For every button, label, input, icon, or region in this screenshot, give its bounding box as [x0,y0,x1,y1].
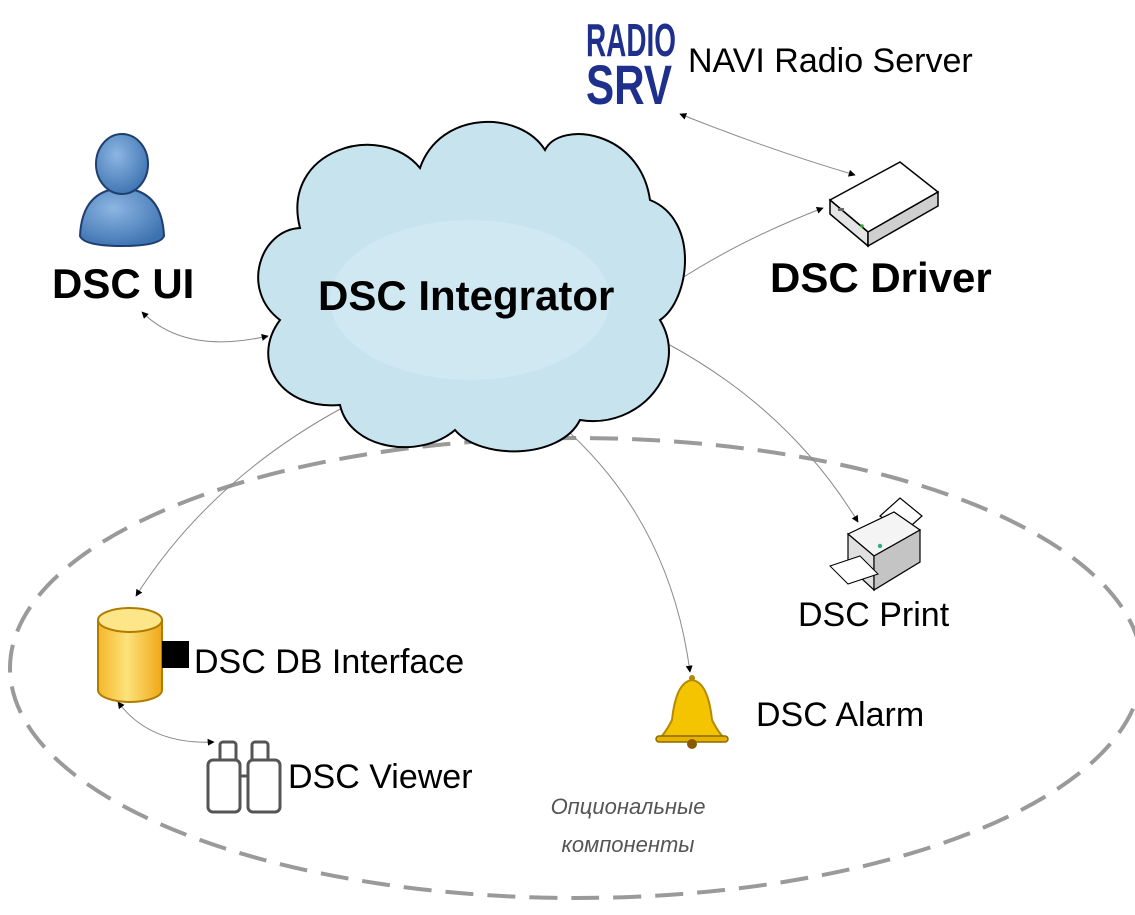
dsc-db-interface-label: DSC DB Interface [194,643,464,681]
server-box-icon [828,161,940,248]
optional-components-caption-line2: компоненты [561,832,694,857]
radio-logo-icon: RADIO SRV [586,14,676,116]
cloud-icon [257,121,686,453]
connector-db-viewer [117,701,215,746]
connector-ui-integrator [141,311,269,343]
dsc-ui-label: DSC UI [52,260,194,307]
dsc-print-label: DSC Print [798,596,950,634]
dsc-driver-label: DSC Driver [770,254,992,301]
binoculars-icon [206,740,282,814]
connector-integrator-alarm [559,423,693,673]
connector-radio-driver [679,113,856,177]
connector-integrator-db [135,407,343,597]
radio-server-label: NAVI Radio Server [688,42,973,80]
printer-icon [829,497,923,592]
radio-logo-top-text: RADIO [586,14,676,66]
bell-icon [655,675,729,749]
dsc-alarm-label: DSC Alarm [756,696,924,734]
radio-logo-bottom-text: SRV [586,53,672,116]
connector-integrator-print [667,343,859,523]
dsc-integrator-label: DSC Integrator [318,272,614,319]
db-connector-square [162,641,189,668]
user-icon [78,133,166,248]
database-icon [97,607,163,703]
optional-components-boundary [8,436,1135,900]
dsc-viewer-label: DSC Viewer [288,758,473,796]
connector-driver-integrator [675,207,824,283]
optional-components-caption-line1: Опциональные [551,794,706,819]
